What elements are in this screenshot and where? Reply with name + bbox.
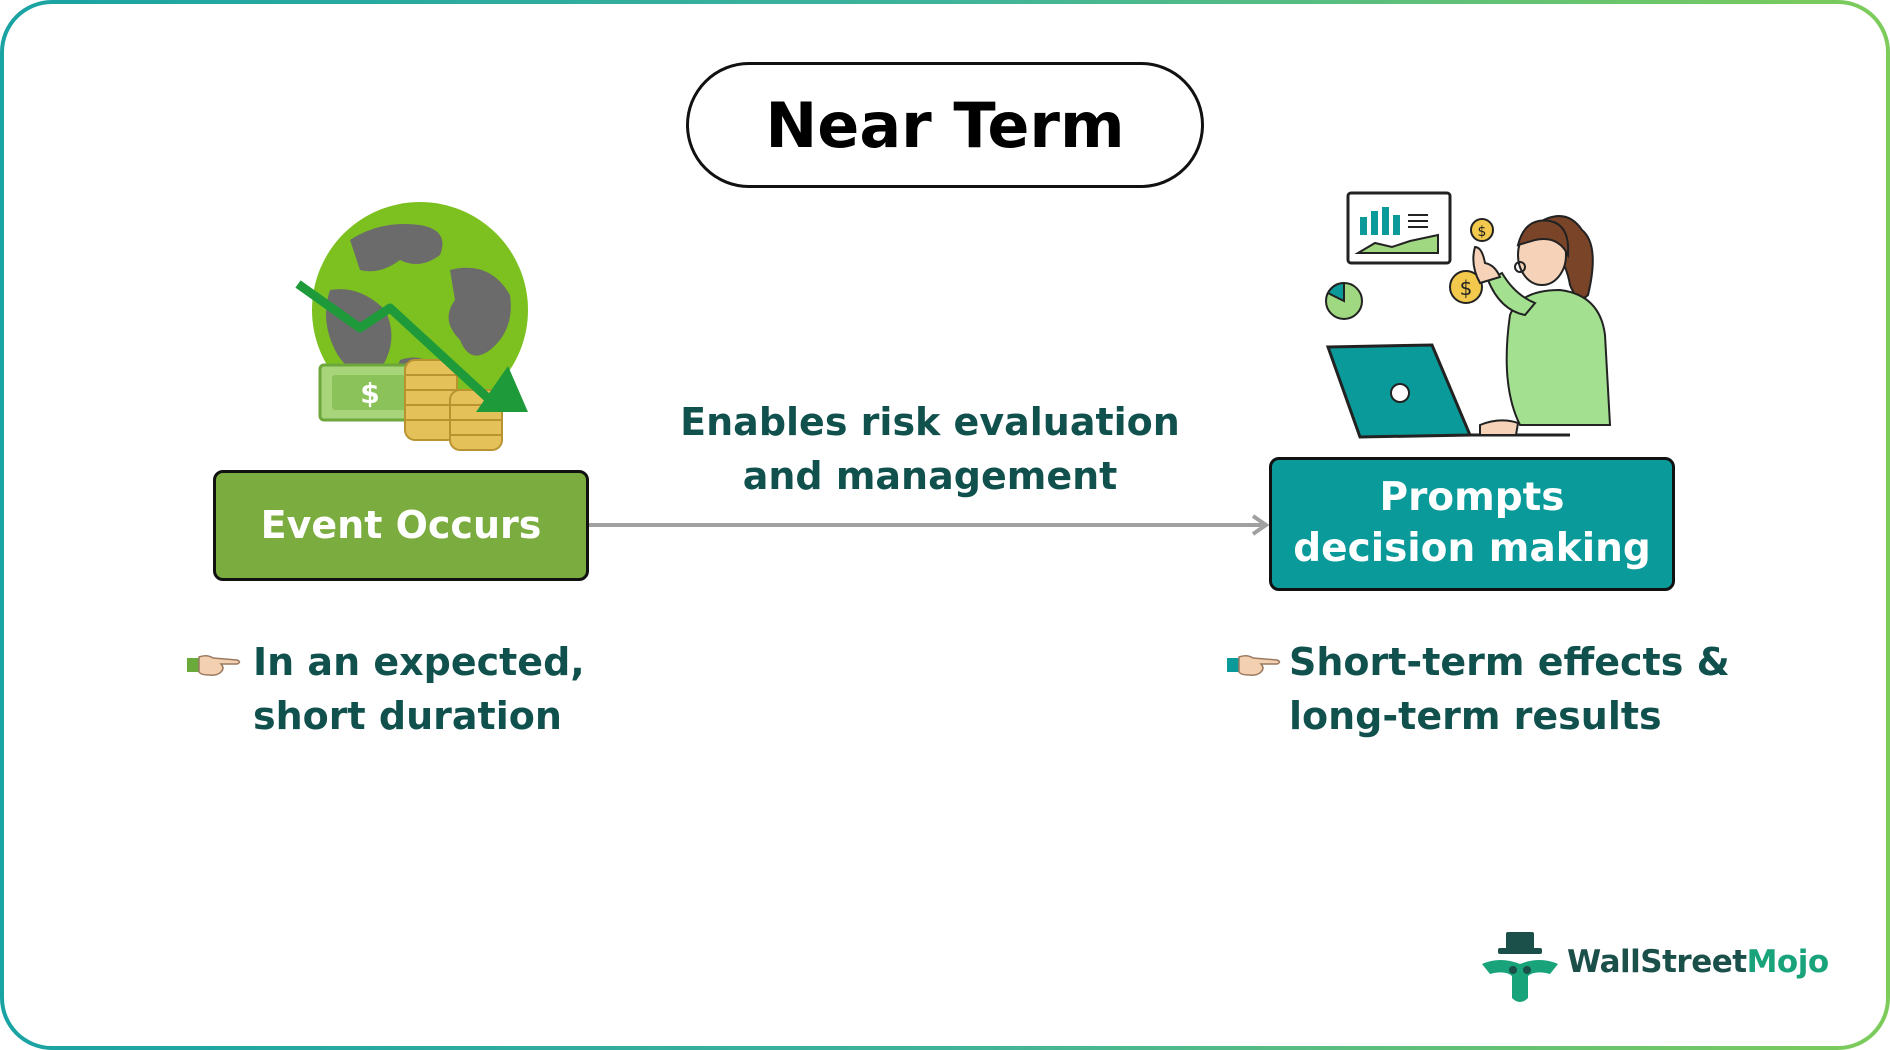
woman-laptop-analytics-icon: $ $ xyxy=(1325,191,1612,439)
pointing-hand-icon xyxy=(187,654,241,676)
edge-label: Enables risk evaluation and management xyxy=(680,400,1180,498)
brand-wordmark: WallStreetMojo xyxy=(1567,944,1829,980)
note-left: In an expected, short duration xyxy=(253,640,585,738)
wallstreetmojo-logo-icon xyxy=(1482,932,1558,1002)
prompts-decision-node: Prompts decision making xyxy=(1269,457,1675,591)
svg-text:$: $ xyxy=(1478,224,1487,240)
svg-text:$: $ xyxy=(360,377,379,410)
brand-part-2: Mojo xyxy=(1746,944,1830,980)
note-right: Short-term effects & long-term results xyxy=(1289,640,1730,738)
page-title: Near Term xyxy=(686,62,1204,188)
pointing-hand-icon xyxy=(1227,654,1281,676)
brand-part-1: WallStreet xyxy=(1567,944,1747,980)
event-occurs-node: Event Occurs xyxy=(213,470,589,581)
globe-money-decline-icon: $ xyxy=(295,202,528,451)
prompts-decision-label: Prompts decision making xyxy=(1293,475,1651,571)
svg-text:$: $ xyxy=(1460,276,1473,300)
event-occurs-label: Event Occurs xyxy=(260,502,542,547)
arrow-connector xyxy=(589,514,1270,536)
